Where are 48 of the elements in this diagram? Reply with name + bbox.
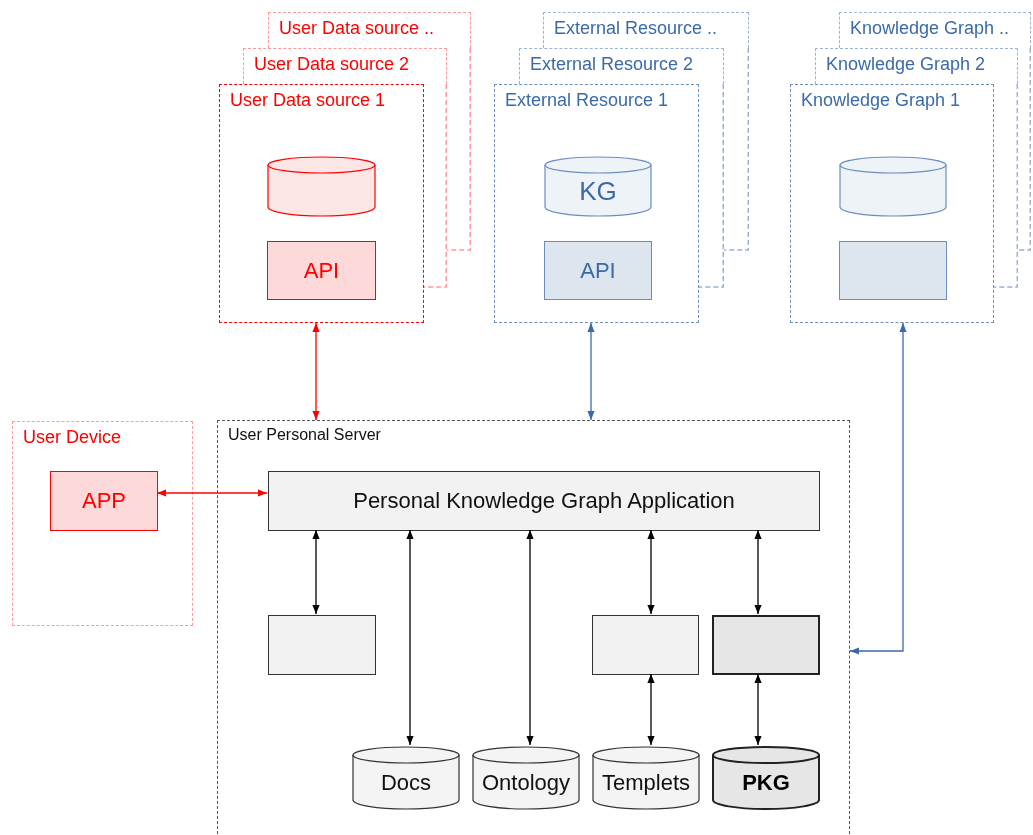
app-box: APP	[50, 471, 158, 531]
arrow	[754, 673, 762, 746]
arrow	[406, 529, 414, 746]
database-cylinder: Docs	[352, 746, 460, 809]
resource-card	[543, 12, 749, 48]
arrow	[754, 529, 762, 615]
panel-heading: User Data source ..	[279, 18, 435, 39]
knowledge-graph-card	[790, 84, 994, 323]
arrow	[526, 529, 534, 746]
component-box	[268, 615, 376, 675]
arrow	[587, 322, 595, 421]
api-box: API	[544, 241, 652, 300]
database-cylinder: Ontology	[472, 746, 580, 809]
database-cylinder	[267, 156, 376, 216]
panel-heading: External Resource ..	[554, 18, 718, 39]
api-box: API	[267, 241, 376, 300]
component-box	[839, 241, 947, 300]
panel-heading: User Data source 1	[230, 90, 386, 111]
device-panel	[12, 421, 193, 626]
component-box	[712, 615, 820, 675]
arrow	[849, 322, 907, 655]
database-cylinder: PKG	[712, 746, 820, 809]
component-box	[592, 615, 699, 675]
panel-heading: External Resource 2	[530, 54, 694, 75]
knowledge-graph-card	[839, 12, 1031, 48]
database-cylinder: KG	[544, 156, 652, 216]
resource-card	[494, 84, 699, 323]
panel-heading: User Personal Server	[228, 426, 381, 444]
panel-heading: Knowledge Graph ..	[850, 18, 1010, 39]
data-source-card	[268, 12, 471, 48]
panel-heading: User Device	[23, 427, 122, 448]
database-cylinder	[839, 156, 947, 216]
application-box: Personal Knowledge Graph Application	[268, 471, 820, 531]
resource-card	[519, 48, 724, 84]
panel-heading: Knowledge Graph 2	[826, 54, 986, 75]
knowledge-graph-card	[815, 48, 1018, 84]
arrow	[156, 489, 268, 497]
panel-heading: External Resource 1	[505, 90, 669, 111]
panel-heading: Knowledge Graph 1	[801, 90, 961, 111]
database-cylinder: Templets	[592, 746, 700, 809]
arrow	[312, 322, 320, 421]
panel-heading: User Data source 2	[254, 54, 410, 75]
data-source-card	[219, 84, 424, 323]
arrow	[647, 529, 655, 615]
data-source-card	[243, 48, 447, 84]
arrow	[647, 673, 655, 746]
server-panel	[217, 420, 850, 834]
arrow	[312, 529, 320, 615]
